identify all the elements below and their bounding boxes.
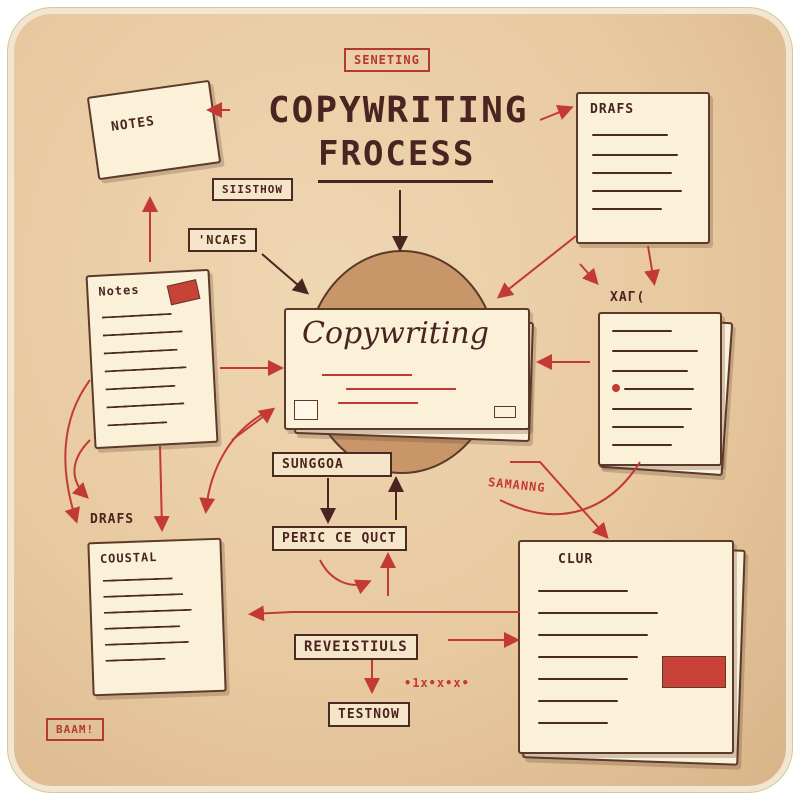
drafs-line [592,190,682,192]
copy-red-line [346,388,456,390]
notes-line [101,312,172,319]
label-ncafs: 'NCAFS [188,228,258,252]
clur-line [538,612,658,614]
clur-line [538,722,608,724]
copy-red-line [322,374,412,376]
right-line [612,350,698,352]
clur-line [538,678,628,680]
title-line-1: COPYWRITING [268,90,529,131]
notes-sheet: Notes [85,268,219,450]
drafs-line [592,154,678,156]
notes-note-label: NOTES [110,113,156,135]
drafs-line [592,208,662,210]
coustal-label: COUSTAL [99,549,158,566]
copywriting-title: Copywriting [302,316,489,351]
drafs-line [592,172,672,174]
right-line [612,330,672,332]
right-line [624,388,694,390]
coustal-line [102,577,173,582]
clur-label: CLUR [558,552,594,567]
label-drafs-left: DRAFS [90,512,135,527]
label-xafc: ΧΑΓ( [610,290,646,305]
title-underline [318,180,493,183]
notes-note-card: NOTES [86,79,222,181]
label-testnow: TESTNOW [328,702,410,727]
clur-red-stamp [662,656,726,688]
notes-line [104,366,187,373]
label-sustion: SIISTHOW [212,178,293,201]
title-line-2: FROCESS [318,134,476,174]
label-baam: BAAM! [46,718,105,741]
notes-sheet-label: Notes [98,282,140,299]
right-line [612,408,692,410]
clur-line [538,700,618,702]
label-revestsuls: REVEISTIULS [294,634,418,660]
label-pericce: PERIC CE QUCT [272,526,407,551]
notes-line [107,421,168,427]
notes-line [106,402,185,409]
copy-red-line [338,402,418,404]
clur-sheet: CLUR [518,540,734,754]
notes-line [102,330,183,337]
notes-line [105,384,176,391]
right-line [612,444,672,446]
right-line [612,370,688,372]
drafs-top-label: DRAFS [590,102,635,117]
label-suncgoa: SUNGGOA [272,452,392,477]
label-seneting: SENETING [344,48,430,72]
coustal-line [104,640,189,646]
coustal-line [103,608,192,614]
copy-input-box [294,400,318,420]
copy-small-box [494,406,516,418]
drafs-line [592,134,668,136]
coustal-line [103,593,184,598]
right-sheet [598,312,722,466]
right-red-dot [612,384,620,392]
copywriting-card: Copywriting [284,308,530,430]
drafs-top-sheet: DRAFS [576,92,710,244]
clur-line [538,590,628,592]
coustal-line [104,625,181,630]
coustal-line [105,657,166,662]
label-scribble: •1x•x•x• [404,676,470,690]
notes-red-tab [166,279,201,306]
clur-line [538,634,648,636]
right-line [612,426,684,428]
coustal-sheet: COUSTAL [87,537,227,697]
notes-line [103,348,178,355]
clur-line [538,656,638,658]
